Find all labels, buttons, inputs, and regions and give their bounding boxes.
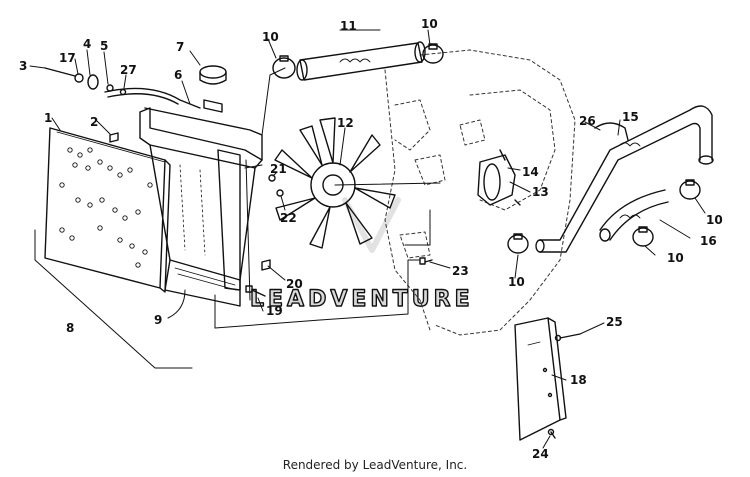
leader-lines bbox=[29, 29, 706, 449]
callout-8: 8 bbox=[66, 321, 74, 335]
overflow-hose-inner bbox=[107, 93, 179, 105]
callout-23: 23 bbox=[452, 264, 469, 278]
callout-12: 12 bbox=[337, 116, 354, 130]
callout-27: 27 bbox=[120, 63, 137, 77]
callout-22: 22 bbox=[280, 211, 297, 225]
radiator-body bbox=[139, 107, 263, 307]
callout-20: 20 bbox=[286, 277, 303, 291]
fasteners bbox=[109, 132, 581, 439]
callout-5: 5 bbox=[100, 39, 108, 53]
callout-21: 21 bbox=[270, 162, 287, 176]
lower-hose bbox=[599, 189, 669, 242]
cooling-fan bbox=[274, 117, 396, 249]
radiator-cap bbox=[199, 65, 227, 113]
watermark-logo bbox=[342, 197, 401, 253]
callout-18: 18 bbox=[570, 373, 587, 387]
callout-25: 25 bbox=[606, 315, 623, 329]
callout-4: 4 bbox=[83, 37, 91, 51]
footer-caption: Rendered by LeadVenture, Inc. bbox=[282, 458, 468, 472]
bypass-hose bbox=[594, 122, 629, 141]
water-pump bbox=[477, 149, 521, 206]
callout-1: 1 bbox=[44, 111, 52, 125]
callout-10a: 10 bbox=[262, 30, 279, 44]
callout-7: 7 bbox=[176, 40, 184, 54]
callout-24: 24 bbox=[532, 447, 549, 461]
upper-hose bbox=[296, 41, 426, 81]
callout-14: 14 bbox=[522, 165, 539, 179]
callout-15: 15 bbox=[622, 110, 639, 124]
callout-9: 9 bbox=[154, 313, 162, 327]
callout-11: 11 bbox=[340, 19, 357, 33]
callout-17: 17 bbox=[59, 51, 76, 65]
lower-pipe bbox=[535, 105, 714, 253]
drain-fittings bbox=[44, 67, 127, 96]
callout-26: 26 bbox=[579, 114, 596, 128]
hose-clamps bbox=[272, 43, 701, 254]
watermark: LEADVENTURE bbox=[250, 287, 474, 312]
callout-3: 3 bbox=[19, 59, 27, 73]
callout-10c: 10 bbox=[508, 275, 525, 289]
overflow-hose bbox=[104, 87, 201, 109]
callout-labels: 1 2 3 4 5 6 7 8 9 10 10 10 10 10 11 12 1… bbox=[19, 17, 723, 461]
callout-10d: 10 bbox=[706, 213, 723, 227]
callout-19: 19 bbox=[266, 304, 283, 318]
radiator-core bbox=[44, 127, 171, 293]
callout-2: 2 bbox=[90, 115, 98, 129]
callout-16: 16 bbox=[700, 234, 717, 248]
callout-13: 13 bbox=[532, 185, 549, 199]
side-bracket bbox=[514, 317, 567, 441]
engine-block bbox=[384, 49, 576, 336]
radiator-core-holes bbox=[59, 147, 153, 268]
callout-10b: 10 bbox=[421, 17, 438, 31]
callout-10e: 10 bbox=[667, 251, 684, 265]
callout-6: 6 bbox=[174, 68, 182, 82]
